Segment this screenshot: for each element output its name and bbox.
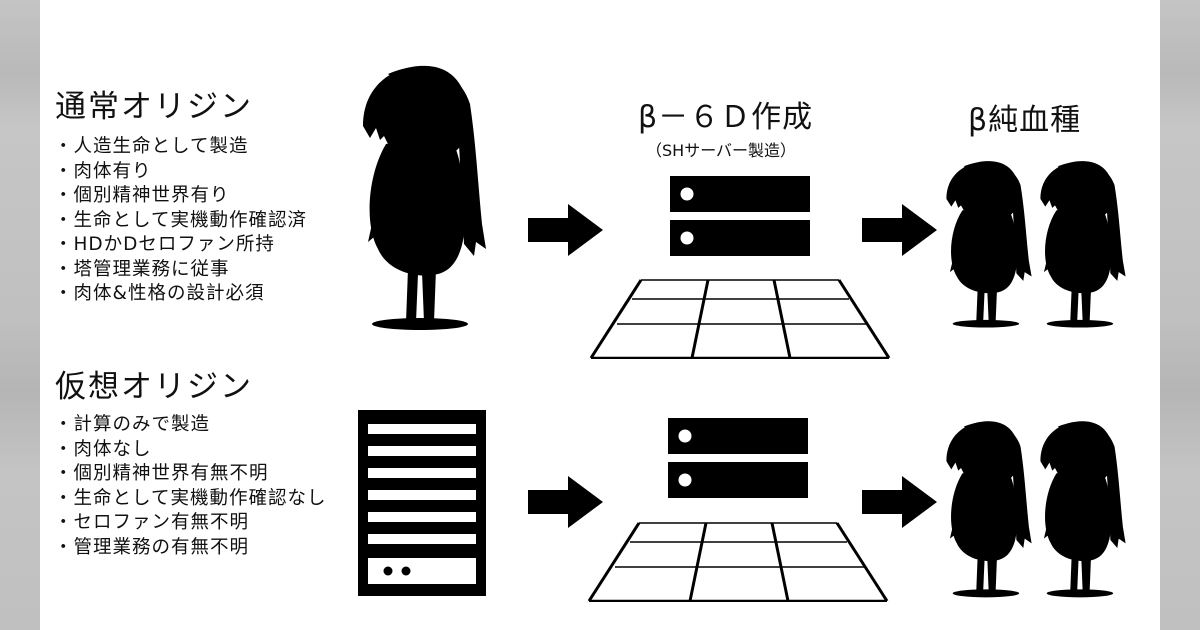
stage-subtitle-process: （SHサーバー製造）: [646, 141, 797, 160]
list-item: セロファン有無不明: [54, 511, 326, 536]
tower-server-icon: [358, 410, 486, 596]
arrow-right-icon: [528, 204, 603, 256]
list-item: 個別精神世界有り: [54, 184, 307, 209]
arrow-right-icon: [528, 476, 603, 528]
blurred-backdrop-right: [1160, 0, 1200, 630]
girl-silhouette-icon: [1037, 420, 1127, 600]
list-item: 肉体有り: [54, 160, 307, 185]
grid-floor-icon: [589, 279, 891, 359]
list-item: HDかDセロファン所持: [54, 233, 307, 258]
list-item: 計算のみで製造: [54, 413, 326, 438]
girl-silhouette-icon: [943, 420, 1033, 600]
list-item: 個別精神世界有無不明: [54, 462, 326, 487]
arrow-right-icon: [862, 476, 937, 528]
section-title-virtual-origin: 仮想オリジン: [55, 369, 253, 405]
list-item: 肉体なし: [54, 438, 326, 463]
list-item: 人造生命として製造: [54, 135, 307, 160]
rack-server-icon: [670, 176, 810, 256]
blurred-backdrop-left: [0, 0, 40, 630]
stage-title-result: β純血種: [968, 103, 1082, 138]
girl-silhouette-icon: [1037, 160, 1127, 330]
girl-silhouette-icon: [943, 160, 1033, 330]
list-item: 生命として実機動作確認済: [54, 209, 307, 234]
list-item: 塔管理業務に従事: [54, 258, 307, 283]
bullet-list-normal-origin: 人造生命として製造 肉体有り 個別精神世界有り 生命として実機動作確認済 HDか…: [54, 135, 307, 307]
list-item: 生命として実機動作確認なし: [54, 487, 326, 512]
diagram-canvas: 通常オリジン 人造生命として製造 肉体有り 個別精神世界有り 生命として実機動作…: [40, 0, 1160, 630]
bullet-list-virtual-origin: 計算のみで製造 肉体なし 個別精神世界有無不明 生命として実機動作確認なし セロ…: [54, 413, 326, 560]
girl-silhouette-icon: [358, 64, 488, 334]
grid-floor-icon: [587, 522, 889, 602]
arrow-right-icon: [862, 204, 937, 256]
rack-server-icon: [668, 418, 808, 498]
stage-title-process: β－６Ｄ作成: [638, 100, 814, 135]
list-item: 管理業務の有無不明: [54, 536, 326, 561]
list-item: 肉体&性格の設計必須: [54, 282, 307, 307]
section-title-normal-origin: 通常オリジン: [55, 89, 253, 125]
